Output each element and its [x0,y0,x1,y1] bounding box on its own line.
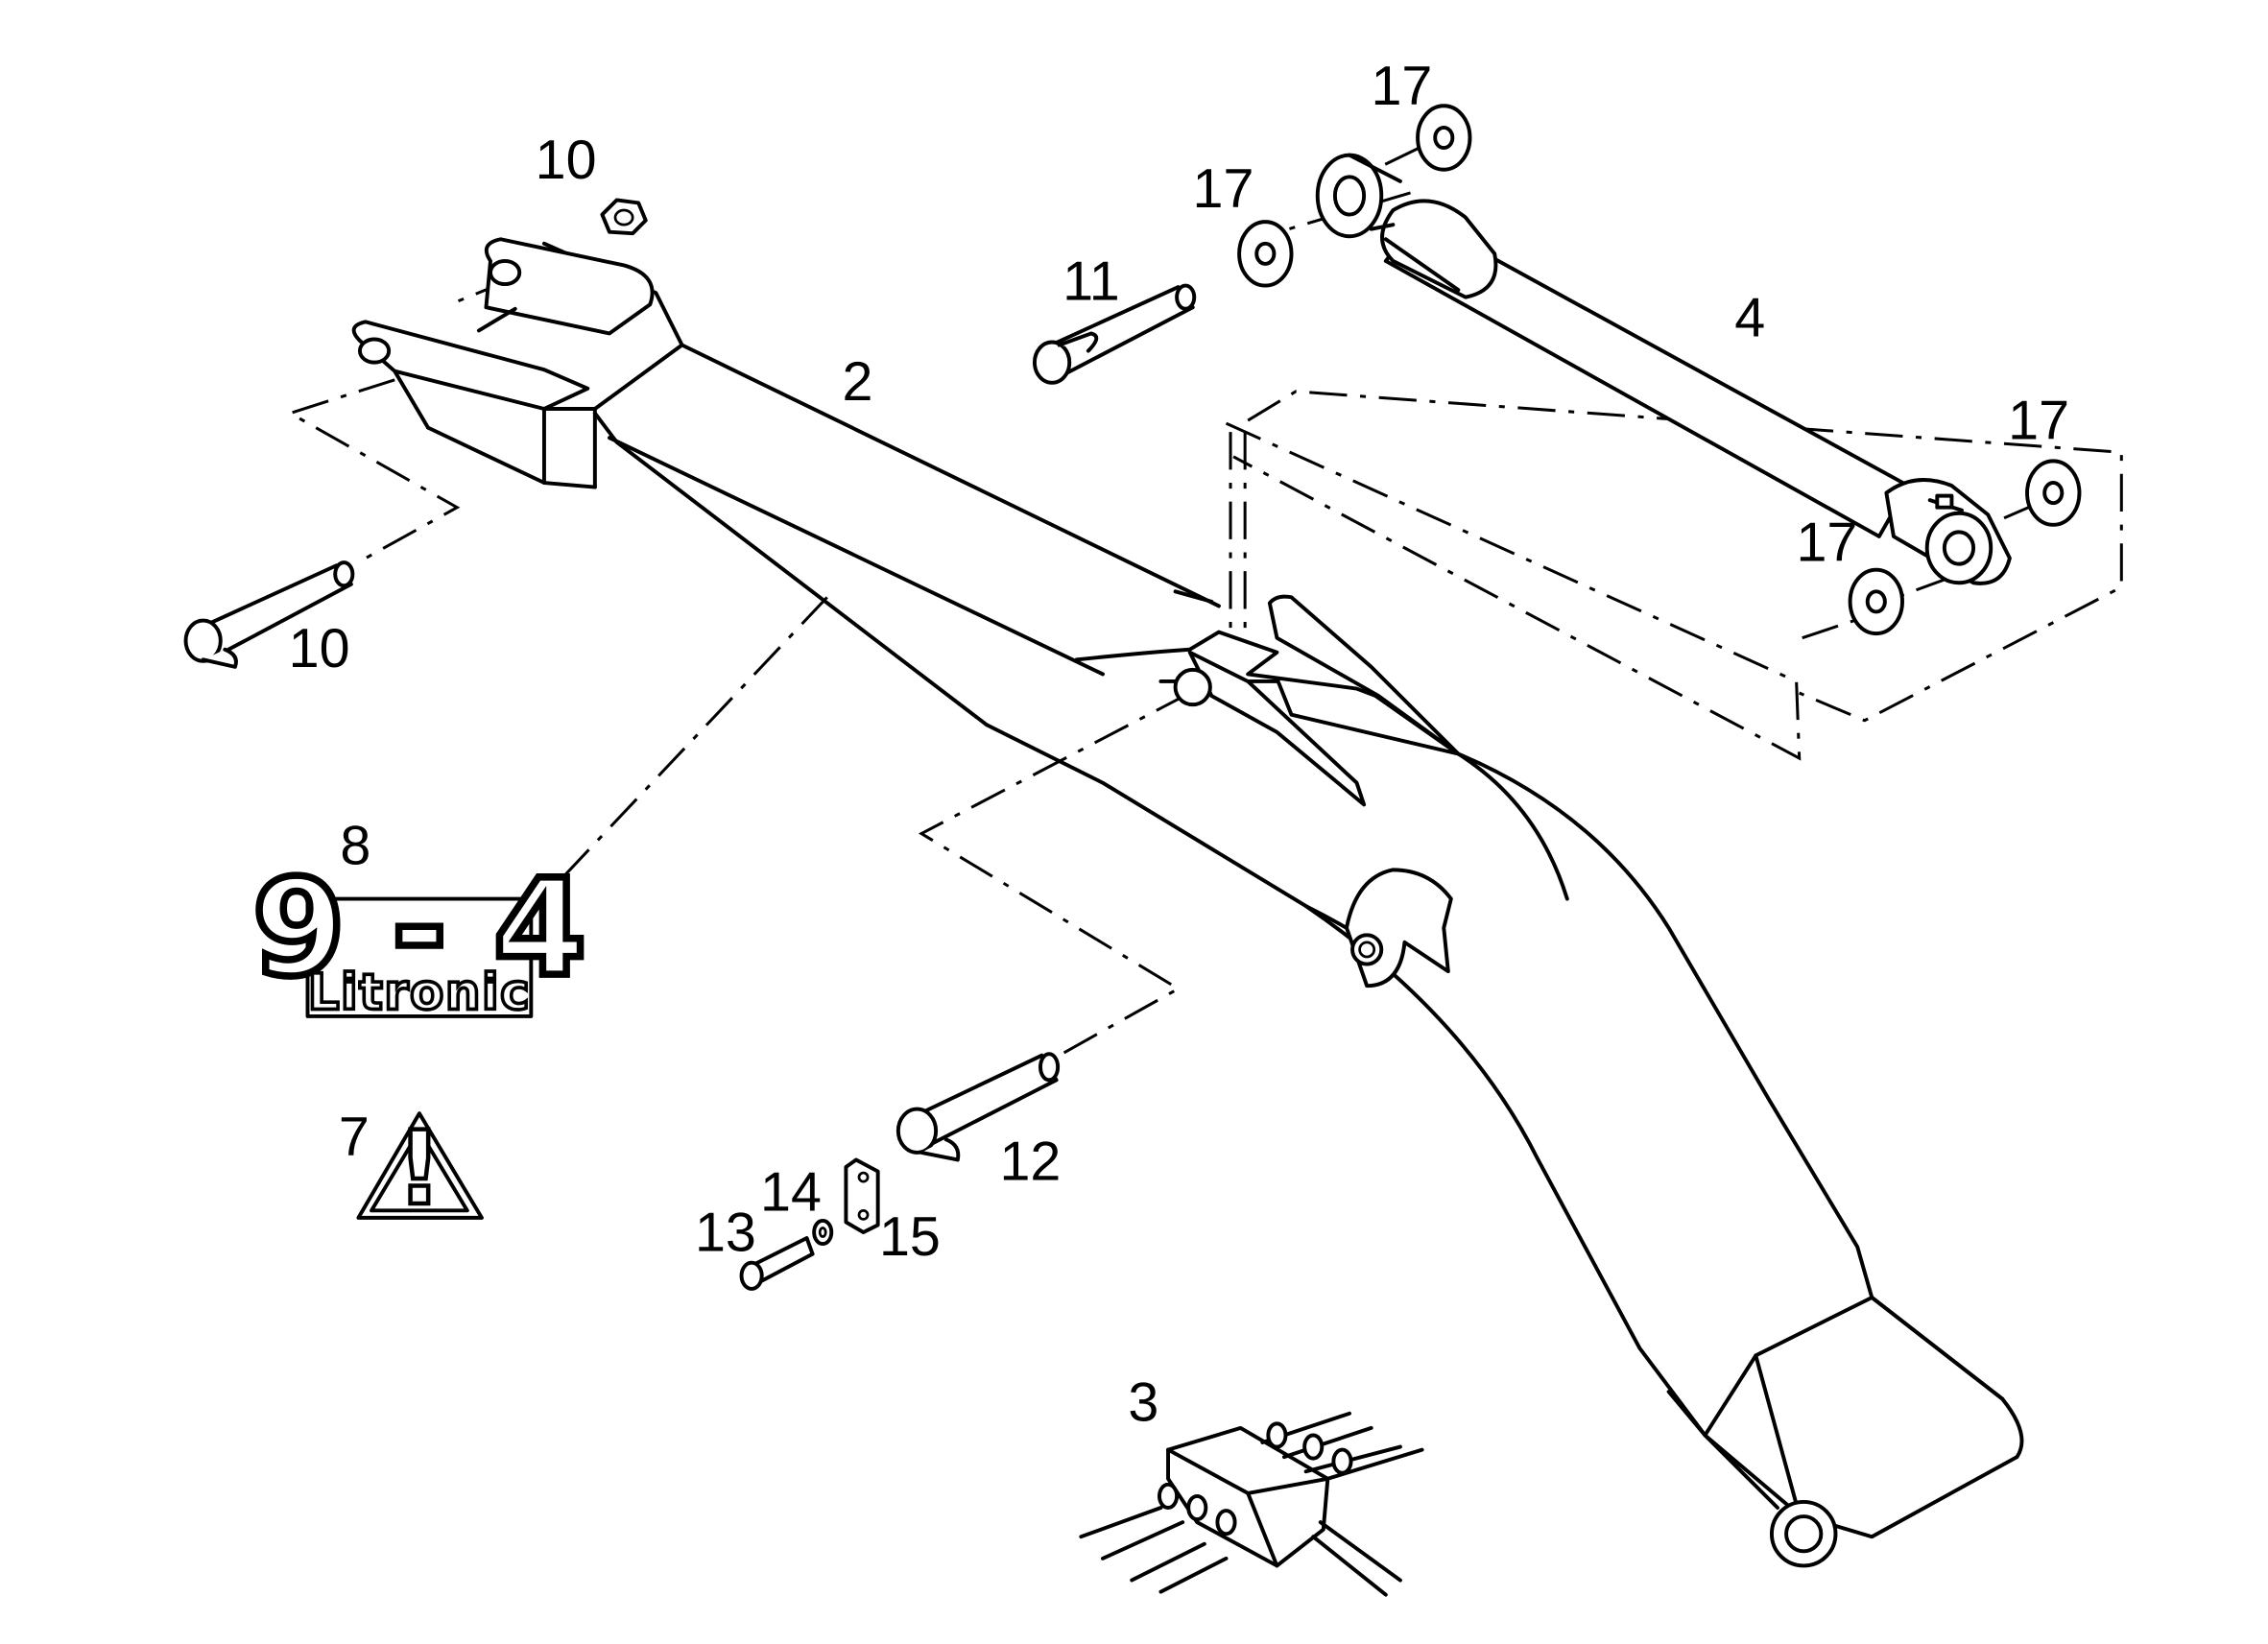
decal-brand-text: Litronic [308,964,531,1021]
callout-10-bottom: 10 [289,618,350,679]
pin-12 [895,1052,1061,1162]
bolt-washer-plate [739,1157,880,1291]
warning-sign: ! [356,1108,484,1229]
callout-7: 7 [339,1107,370,1168]
callout-labels: 10 10 17 17 17 17 11 4 2 8 7 12 14 13 15… [289,56,2069,1434]
callout-17-right: 17 [2008,391,2069,452]
pin-10-lower [183,560,355,669]
callout-13: 13 [695,1203,756,1264]
washers-17 [1237,104,2082,636]
boom-arm [351,237,2024,1568]
callout-14: 14 [760,1161,822,1223]
callout-2: 2 [843,351,873,413]
callout-17-lower: 17 [1796,512,1857,574]
callout-15: 15 [879,1206,941,1268]
pin-11 [1032,283,1197,385]
callout-10-top: 10 [536,130,597,191]
decal-model-text: 9 - 4 [252,850,586,1006]
callout-8: 8 [340,815,370,876]
callout-17-top: 17 [1371,56,1432,117]
callout-4: 4 [1734,287,1765,348]
callout-12: 12 [999,1132,1061,1193]
nut-10 [600,198,648,236]
callout-11: 11 [1062,251,1120,313]
callout-3: 3 [1128,1371,1158,1433]
assembly-lines [286,146,2123,1058]
warning-exclamation-icon: ! [396,1109,442,1227]
callout-17-mid: 17 [1193,158,1254,220]
valve-block [1079,1411,1424,1597]
hydraulic-cylinder [1315,153,2012,585]
model-decal: 9 - 4 Litronic [249,846,590,1023]
